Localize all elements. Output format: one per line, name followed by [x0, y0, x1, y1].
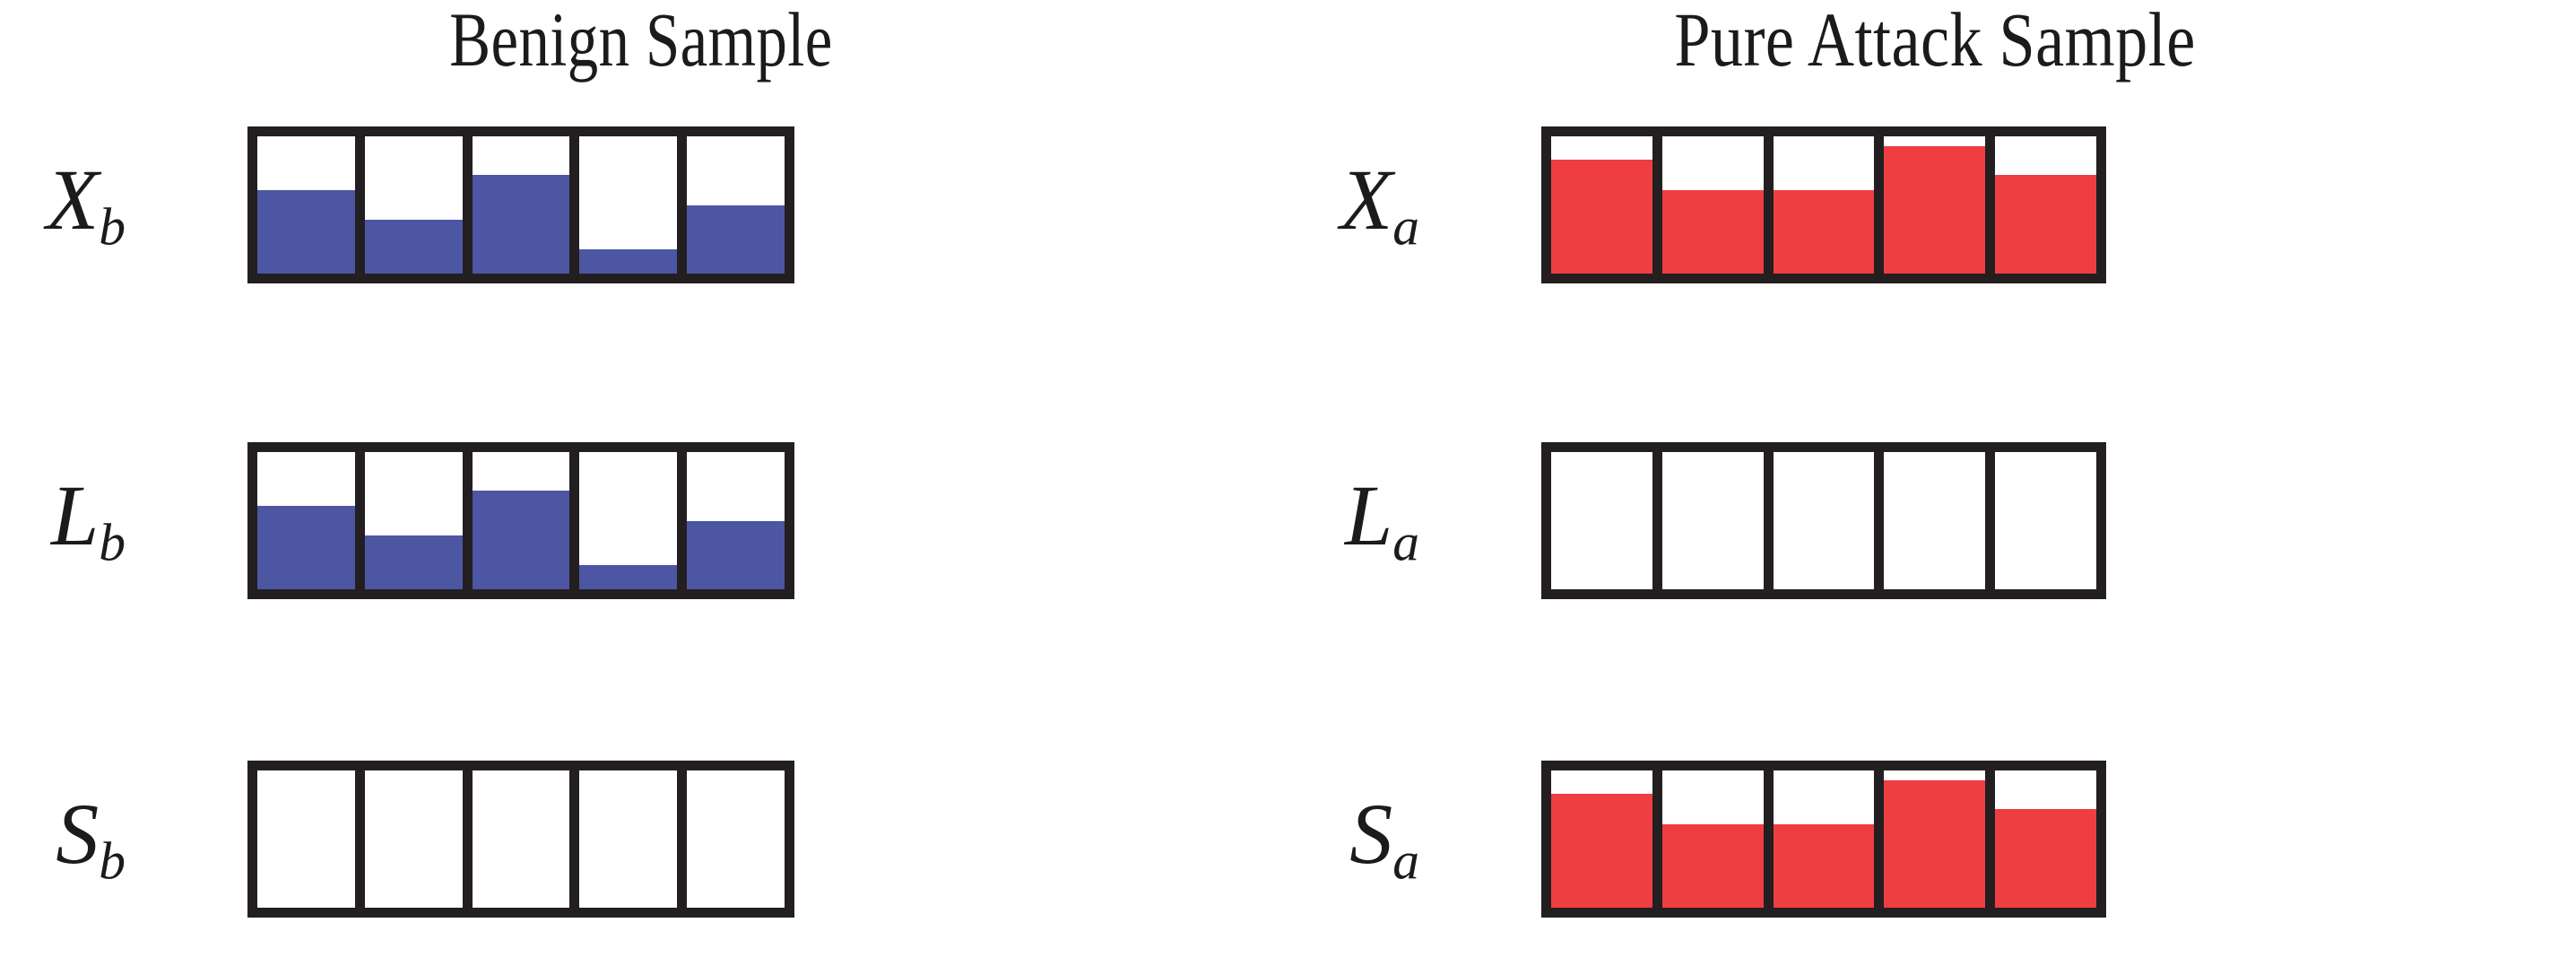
row-label-xa-base: X	[1340, 151, 1393, 248]
bar-cell	[364, 770, 463, 908]
row-xa: Xa	[1294, 126, 2576, 283]
bar-fill	[1995, 808, 2096, 908]
bar-cell	[687, 770, 785, 908]
bar-cell	[472, 452, 570, 589]
row-label-la-subscript: a	[1392, 512, 1419, 572]
bar-fill	[364, 535, 463, 589]
bar-strip-lb	[247, 442, 794, 599]
row-label-la-base: L	[1344, 466, 1393, 563]
bar-cell	[579, 136, 678, 274]
bar-strip-sa	[1541, 761, 2106, 918]
bar-fill	[687, 205, 785, 274]
bar-cell	[1661, 452, 1764, 589]
bar-cell	[1773, 452, 1875, 589]
bar-fill	[1884, 145, 1986, 274]
bar-cell	[1995, 452, 2096, 589]
bar-fill	[257, 505, 355, 589]
bar-cell	[257, 136, 355, 274]
bar-cell	[1884, 452, 1986, 589]
bar-cell	[1884, 770, 1986, 908]
bar-fill	[472, 490, 570, 589]
bar-cell	[1995, 770, 2096, 908]
bar-cell	[1551, 452, 1652, 589]
row-label-sa: Sa	[1294, 790, 1419, 887]
row-label-la: La	[1294, 472, 1419, 569]
bar-cell	[1661, 770, 1764, 908]
row-label-sb-base: S	[56, 785, 100, 882]
bar-fill	[579, 565, 678, 589]
panel-benign-sample: Benign Sample Xb Lb Sb	[0, 0, 1282, 966]
bar-strip-xb	[247, 126, 794, 283]
row-label-xa-subscript: a	[1392, 196, 1419, 257]
row-label-lb: Lb	[0, 472, 126, 569]
bar-fill	[472, 174, 570, 274]
row-label-lb-subscript: b	[99, 512, 126, 572]
panel-title-attack: Pure Attack Sample	[1674, 0, 2196, 83]
row-label-xb-subscript: b	[99, 196, 126, 257]
bar-cell	[1551, 136, 1652, 274]
panel-title-benign: Benign Sample	[449, 0, 833, 83]
bar-fill	[364, 220, 463, 274]
bar-fill	[579, 249, 678, 274]
bar-fill	[1995, 174, 2096, 274]
bar-cell	[472, 770, 570, 908]
bar-cell	[1773, 136, 1875, 274]
bar-cell	[257, 452, 355, 589]
row-label-sb: Sb	[0, 790, 126, 887]
row-xb: Xb	[0, 126, 1282, 283]
row-lb: Lb	[0, 442, 1282, 599]
bar-cell	[687, 136, 785, 274]
bar-fill	[1661, 189, 1764, 274]
bar-cell	[364, 452, 463, 589]
bar-strip-sb	[247, 761, 794, 918]
row-label-sa-base: S	[1349, 785, 1393, 882]
bar-fill	[1551, 160, 1652, 274]
bar-cell	[1551, 770, 1652, 908]
bar-fill	[687, 520, 785, 589]
row-sa: Sa	[1294, 761, 2576, 918]
bar-cell	[1773, 770, 1875, 908]
bar-cell	[579, 770, 678, 908]
bar-strip-xa	[1541, 126, 2106, 283]
bar-fill	[1773, 189, 1875, 274]
bar-cell	[364, 136, 463, 274]
bar-cell	[1884, 136, 1986, 274]
row-label-sa-subscript: a	[1392, 831, 1419, 891]
row-sb: Sb	[0, 761, 1282, 918]
bar-cell	[472, 136, 570, 274]
bar-cell	[687, 452, 785, 589]
bar-fill	[1884, 779, 1986, 908]
bar-cell	[579, 452, 678, 589]
bar-cell	[1661, 136, 1764, 274]
row-label-sb-subscript: b	[99, 831, 126, 891]
bar-fill	[1661, 823, 1764, 908]
row-label-lb-base: L	[50, 466, 100, 563]
bar-fill	[1773, 823, 1875, 908]
row-label-xa: Xa	[1294, 156, 1419, 253]
bar-cell	[257, 770, 355, 908]
bar-fill	[1551, 794, 1652, 908]
row-la: La	[1294, 442, 2576, 599]
bar-strip-la	[1541, 442, 2106, 599]
panel-pure-attack-sample: Pure Attack Sample Xa La Sa	[1294, 0, 2576, 966]
bar-cell	[1995, 136, 2096, 274]
row-label-xb-base: X	[46, 151, 100, 248]
row-label-xb: Xb	[0, 156, 126, 253]
bar-fill	[257, 189, 355, 274]
